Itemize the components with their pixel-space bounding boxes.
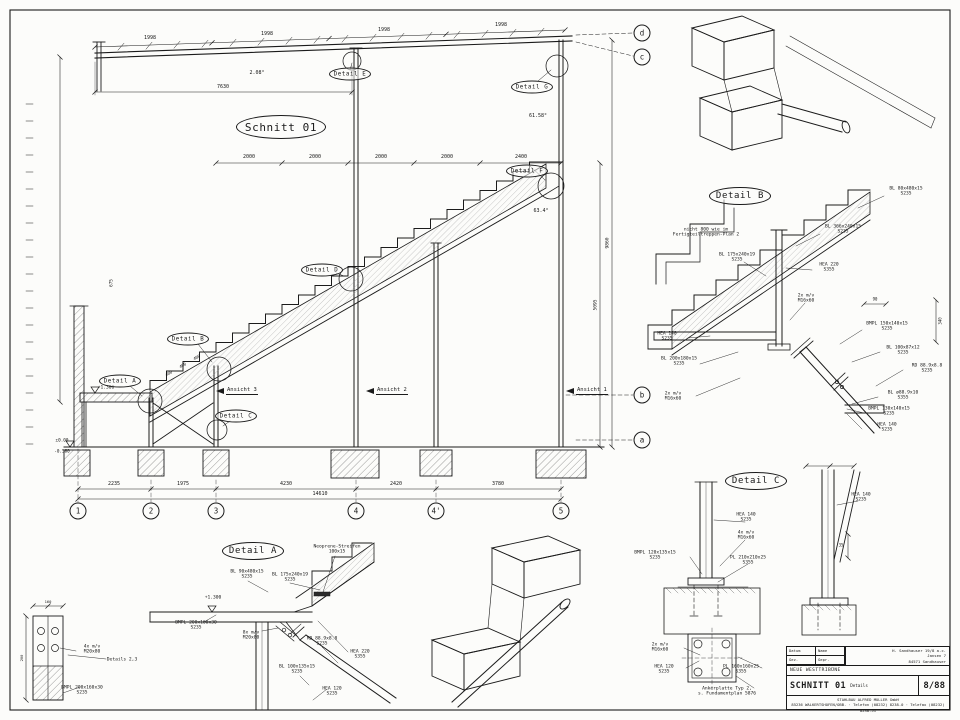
title-block: Datum Name Gez. Gepr. H. Sandhauser 19/8… <box>786 646 950 713</box>
drawing-subtitle: Details <box>850 683 868 688</box>
client-info: H. Sandhauser 19/8 a.c. Jansen 7 84571 S… <box>846 647 949 665</box>
title-block-cells: Datum Name Gez. Gepr. <box>787 647 846 665</box>
company-info: STAHLBAU ALFRED MULLER GmbH 85236 WALKER… <box>787 696 949 713</box>
client-line: 84571 Sandhauser <box>908 658 946 664</box>
titleblock-cell-datum: Datum <box>787 647 816 656</box>
drawing-title: SCHNITT 01 <box>790 680 847 691</box>
project-name: NEUE WESTTRIBÜNE <box>787 666 949 676</box>
titleblock-cell-gez: Gez. <box>787 656 816 665</box>
title-block-top-row: Datum Name Gez. Gepr. H. Sandhauser 19/8… <box>787 647 949 666</box>
company-line: 85236 WALKERTSHOFEN/OBB. · Telefon (0823… <box>791 702 945 713</box>
titleblock-cell-name: Name <box>816 647 845 656</box>
title-block-title-row: SCHNITT 01 Details 8/88 <box>787 676 949 696</box>
drawing-number: 8/88 <box>918 676 949 695</box>
client-line: Jansen 7 <box>927 653 946 659</box>
company-line: STAHLBAU ALFRED MULLER GmbH <box>837 697 899 702</box>
client-line: H. Sandhauser 19/8 a.c. <box>892 648 946 653</box>
titleblock-cell-gepr: Gepr. <box>816 656 845 665</box>
